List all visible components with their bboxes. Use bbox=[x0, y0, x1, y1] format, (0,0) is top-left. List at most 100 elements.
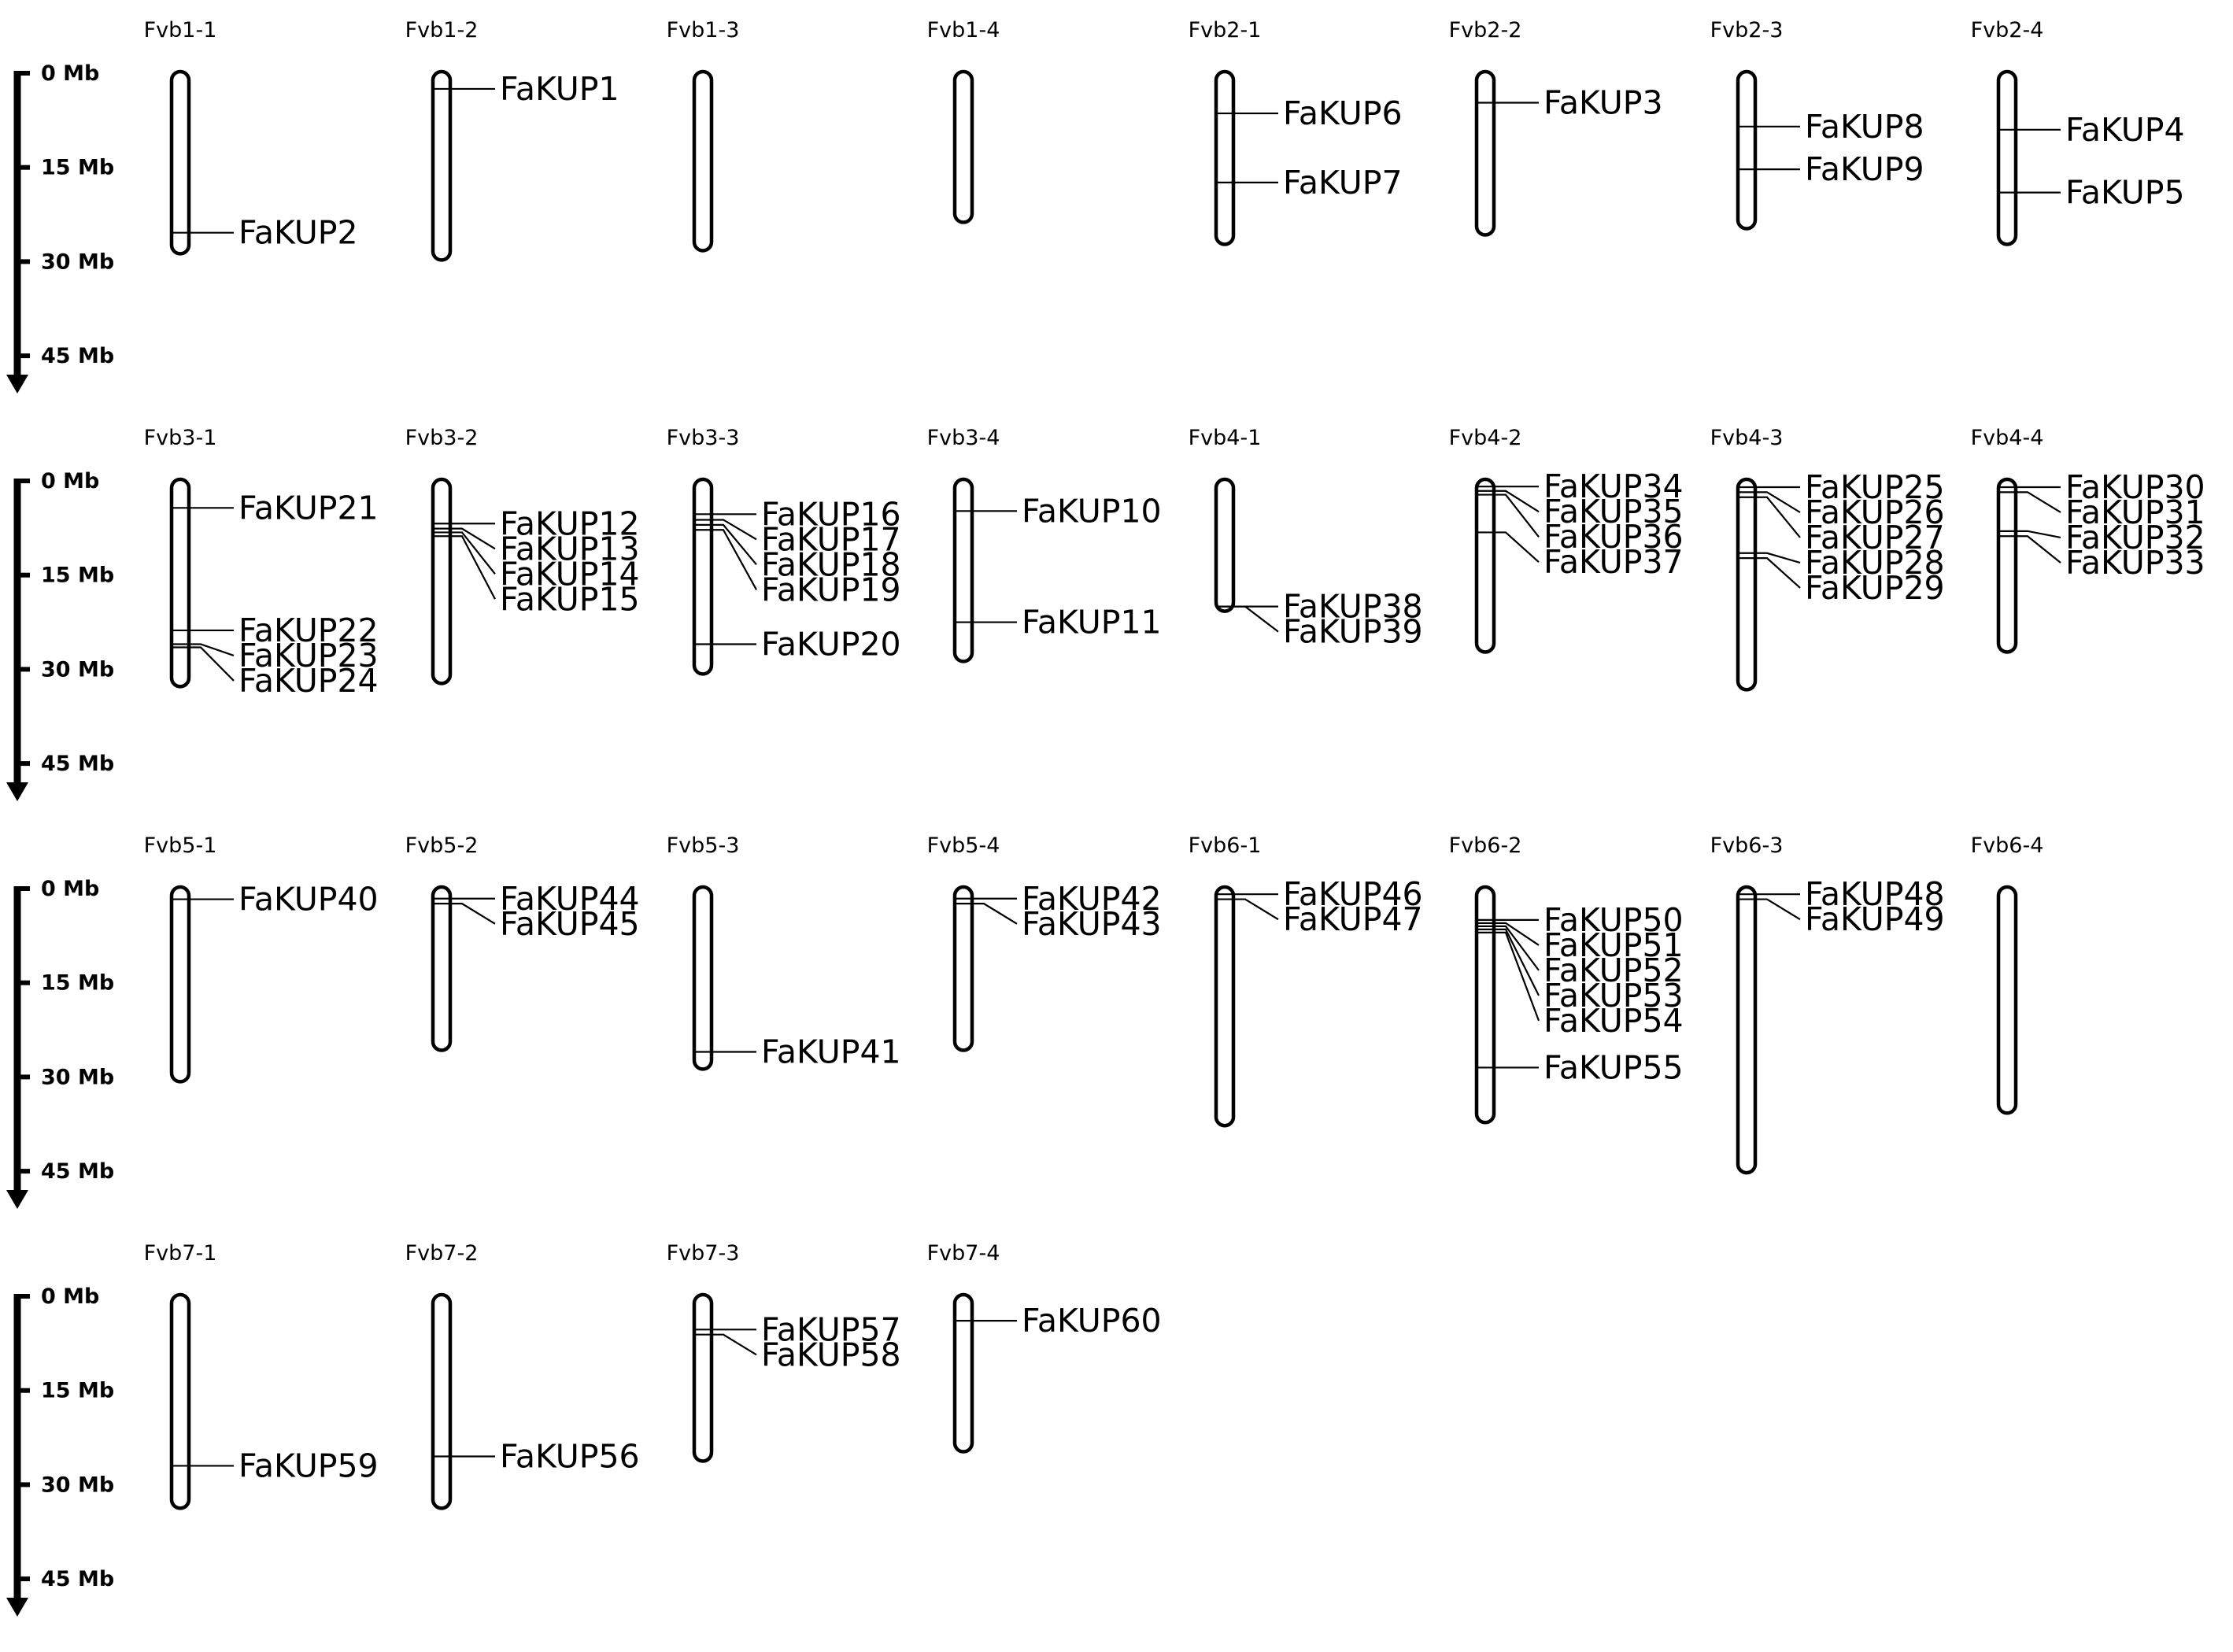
gene-marker: FaKUP22 bbox=[172, 612, 379, 649]
gene-marker: FaKUP45 bbox=[433, 903, 640, 943]
gene-marker: FaKUP46 bbox=[1216, 875, 1423, 913]
gene-label: FaKUP6 bbox=[1283, 94, 1403, 132]
chromosome-body bbox=[169, 477, 191, 689]
chromosome-fvb4-3: Fvb4-3FaKUP25FaKUP26FaKUP27FaKUP28FaKUP2… bbox=[1710, 426, 1945, 692]
gene-label: FaKUP21 bbox=[238, 489, 379, 527]
chromosome-label: Fvb4-2 bbox=[1449, 426, 1522, 450]
axis-tick-label: 45 Mb bbox=[41, 1159, 114, 1184]
gene-marker: FaKUP18 bbox=[694, 523, 901, 583]
chromosome-body bbox=[431, 477, 453, 686]
chromosome-label: Fvb4-3 bbox=[1710, 426, 1784, 450]
gene-label: FaKUP58 bbox=[761, 1336, 901, 1373]
axis-tick-label: 0 Mb bbox=[41, 877, 99, 901]
gene-label: FaKUP9 bbox=[1805, 150, 1924, 188]
gene-marker: FaKUP15 bbox=[433, 535, 640, 618]
gene-marker: FaKUP24 bbox=[172, 646, 379, 700]
axis-arrowhead bbox=[6, 375, 28, 394]
gene-marker: FaKUP13 bbox=[433, 527, 640, 567]
gene-leader-line bbox=[1494, 925, 1540, 971]
gene-leader-line bbox=[1755, 552, 1801, 564]
gene-label: FaKUP43 bbox=[1022, 905, 1162, 943]
gene-label: FaKUP27 bbox=[1805, 519, 1945, 556]
gene-leader-line bbox=[189, 643, 235, 656]
gene-marker: FaKUP27 bbox=[1738, 496, 1945, 556]
chromosome-label: Fvb1-1 bbox=[144, 18, 217, 43]
gene-label: FaKUP13 bbox=[500, 530, 640, 567]
chromosome-label: Fvb5-1 bbox=[144, 833, 217, 858]
gene-label: FaKUP11 bbox=[1022, 604, 1162, 641]
chromosome-label: Fvb7-4 bbox=[927, 1241, 1000, 1266]
axis-tick-label: 0 Mb bbox=[41, 61, 99, 86]
gene-label: FaKUP42 bbox=[1022, 880, 1162, 918]
gene-label: FaKUP55 bbox=[1544, 1048, 1684, 1086]
chromosome-fvb1-3: Fvb1-3 bbox=[667, 18, 739, 253]
chromosome-label: Fvb7-1 bbox=[144, 1241, 217, 1266]
chromosome-label: Fvb4-4 bbox=[1971, 426, 2044, 450]
gene-marker: FaKUP3 bbox=[1477, 84, 1663, 122]
chromosome-fvb1-4: Fvb1-4 bbox=[927, 18, 1000, 224]
chromosome-body bbox=[952, 69, 974, 224]
axis-tick-label: 0 Mb bbox=[41, 469, 99, 493]
gene-marker: FaKUP43 bbox=[955, 903, 1162, 943]
gene-label: FaKUP3 bbox=[1544, 84, 1663, 122]
gene-label: FaKUP15 bbox=[500, 580, 640, 618]
gene-label: FaKUP1 bbox=[500, 70, 619, 108]
chromosome-label: Fvb4-1 bbox=[1189, 426, 1262, 450]
gene-label: FaKUP56 bbox=[500, 1437, 640, 1475]
gene-label: FaKUP51 bbox=[1544, 926, 1684, 964]
gene-marker: FaKUP56 bbox=[433, 1437, 640, 1475]
gene-marker: FaKUP29 bbox=[1738, 557, 1945, 607]
chromosome-body bbox=[1474, 885, 1496, 1125]
gene-marker: FaKUP57 bbox=[694, 1310, 901, 1348]
chromosome-label: Fvb5-3 bbox=[667, 833, 740, 858]
gene-leader-line bbox=[1494, 490, 1540, 513]
gene-label: FaKUP26 bbox=[1805, 493, 1945, 531]
gene-leader-line bbox=[1755, 557, 1801, 589]
gene-leader-line bbox=[1755, 491, 1801, 513]
gene-label: FaKUP46 bbox=[1283, 875, 1423, 913]
gene-marker: FaKUP17 bbox=[694, 519, 901, 558]
gene-leader-line bbox=[2016, 530, 2061, 539]
gene-marker: FaKUP33 bbox=[1998, 535, 2205, 582]
gene-marker: FaKUP41 bbox=[694, 1033, 901, 1070]
chromosome-body bbox=[692, 885, 714, 1071]
gene-marker: FaKUP54 bbox=[1477, 931, 1684, 1040]
gene-leader-line bbox=[1494, 931, 1540, 1022]
gene-marker: FaKUP9 bbox=[1738, 150, 1924, 188]
gene-label: FaKUP52 bbox=[1544, 952, 1684, 989]
gene-label: FaKUP16 bbox=[761, 495, 901, 533]
gene-marker: FaKUP58 bbox=[694, 1333, 901, 1373]
gene-label: FaKUP17 bbox=[761, 520, 901, 558]
gene-label: FaKUP8 bbox=[1805, 108, 1924, 146]
gene-label: FaKUP33 bbox=[2065, 544, 2205, 582]
gene-label: FaKUP22 bbox=[238, 612, 379, 649]
gene-marker: FaKUP37 bbox=[1477, 531, 1684, 581]
gene-marker: FaKUP32 bbox=[1998, 519, 2205, 556]
gene-leader-line bbox=[972, 903, 1018, 925]
gene-label: FaKUP20 bbox=[761, 625, 901, 663]
gene-marker: FaKUP1 bbox=[433, 70, 619, 108]
axis-tick-label: 30 Mb bbox=[41, 1065, 114, 1089]
chromosome-body bbox=[692, 1292, 714, 1463]
gene-leader-line bbox=[1494, 928, 1540, 996]
gene-label: FaKUP48 bbox=[1805, 875, 1945, 913]
gene-marker: FaKUP39 bbox=[1216, 605, 1423, 651]
chromosome-body bbox=[1736, 69, 1758, 231]
chromosome-label: Fvb2-2 bbox=[1449, 18, 1522, 43]
gene-label: FaKUP60 bbox=[1022, 1302, 1162, 1340]
chromosome-label: Fvb1-2 bbox=[405, 18, 479, 43]
chromosome-label: Fvb3-2 bbox=[405, 426, 479, 450]
